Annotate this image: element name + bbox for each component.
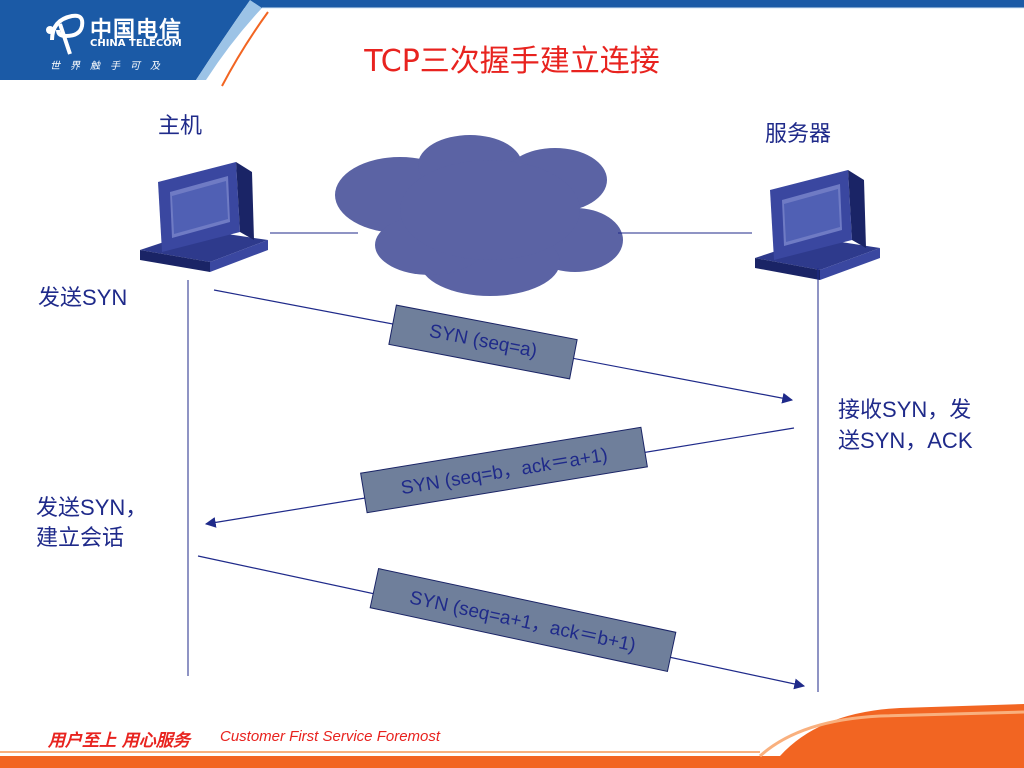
header-swoosh-orange: [221, 11, 269, 87]
server-step-line2-lat: SYN，ACK: [860, 428, 973, 453]
message-box-1: [388, 304, 578, 380]
server-step-line1: 接收SYN，发: [838, 395, 973, 426]
host-step2-line2: 建立会话: [36, 526, 125, 551]
host-step2-line1-lat: SYN，: [80, 495, 148, 520]
host-step2-line1: 发送SYN，: [36, 493, 147, 524]
host-step2-line1-cn: 发送: [36, 496, 81, 521]
header-swoosh: [196, 0, 262, 80]
server-step-line2-cn: 送: [838, 429, 861, 454]
network-cloud-icon: [335, 135, 623, 296]
server-step-line2: 送SYN，ACK: [838, 426, 973, 457]
host-step1-cn: 发送: [38, 286, 83, 311]
server-step-label: 接收SYN，发 送SYN，ACK: [838, 395, 973, 457]
footer-band: [0, 756, 1024, 768]
footer-swoosh: [780, 704, 1024, 756]
server-step-line1-cn: 接收: [838, 398, 883, 423]
host-step1-label: 发送SYN: [38, 283, 127, 314]
logo-cn-text: 中国电信: [90, 18, 183, 43]
host-step1-lat: SYN: [82, 285, 128, 310]
logo-slogan-text: 世界触手可及: [50, 61, 170, 72]
server-step-line1-lat: SYN，发: [882, 397, 972, 422]
host-computer-icon: [140, 162, 268, 272]
footer-swoosh-light: [758, 710, 1024, 758]
server-label: 服务器: [765, 122, 832, 147]
china-telecom-logo-icon: [46, 13, 85, 55]
message-box-3: [369, 567, 677, 673]
message-box-2: [360, 426, 648, 514]
server-computer-icon: [755, 170, 880, 280]
footer-slogan-cn: 用户至上 用心服务: [48, 731, 190, 751]
host-label: 主机: [158, 114, 203, 139]
logo-en-text: CHINA TELECOM: [90, 38, 182, 49]
slide-title: TCP三次握手建立连接: [364, 44, 660, 79]
host-step2-label: 发送SYN， 建立会话: [36, 493, 147, 554]
header-top-band: [0, 0, 1024, 8]
footer-slogan-en: Customer First Service Foremost: [220, 728, 441, 745]
